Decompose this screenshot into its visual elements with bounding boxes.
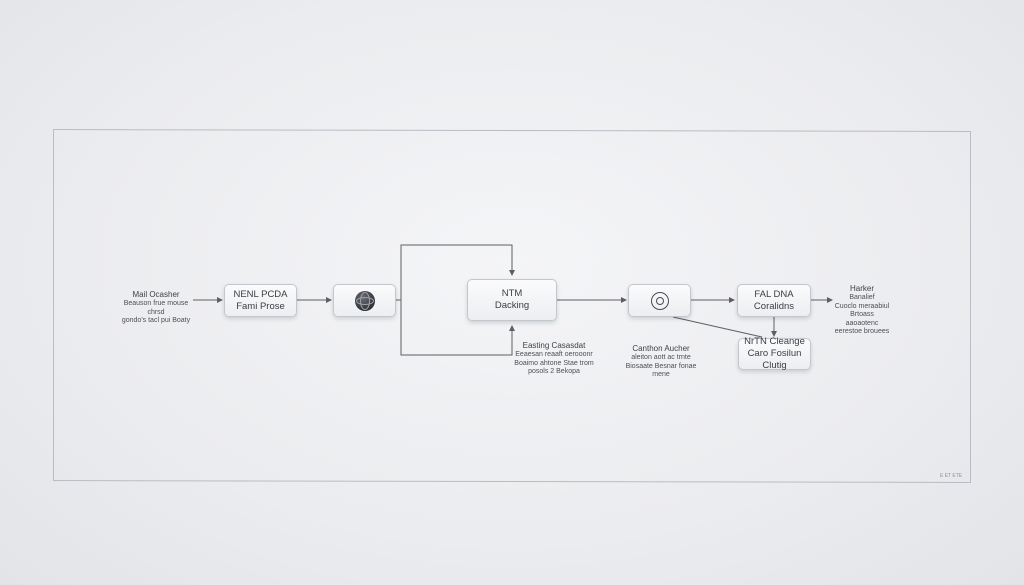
node-box2-caption-3: posols 2 Bekopa [528, 368, 580, 375]
node-box4-title: NrTN Cleange [744, 336, 805, 347]
corner-mark: E ET ETE [940, 473, 963, 479]
output-subtitle: Banalief [849, 294, 875, 301]
node-box2-title: NTM [501, 288, 523, 299]
node-box2-caption: Easting Casasdat Eeaesan reaaft oerooonr… [512, 341, 596, 377]
gear-icon [650, 291, 669, 310]
output-title: Harker [849, 284, 874, 293]
node-box1-title: NENL PCDA [233, 288, 288, 300]
node-gear[interactable] [628, 284, 691, 317]
arrow-gear-to-box4 [672, 316, 763, 338]
node-box4[interactable]: NrTN Cleange Caro Fosilun Clutig [738, 336, 811, 371]
node-box2-caption-2: Boaimo ahtone Stae trom [514, 359, 594, 367]
output-label: Harker Banalief Cuoclo meraabiul Brtoass… [833, 284, 891, 337]
node-gear-caption-1: aleiton aott ac trnte [631, 354, 691, 361]
arrow-loop-bottom [400, 300, 515, 356]
node-globe[interactable] [333, 284, 396, 317]
output-desc-2: Brtoass aaoaotenc [845, 311, 879, 327]
globe-icon [354, 290, 375, 311]
node-box3[interactable]: FAL DNA Coralidns [737, 284, 811, 317]
node-box3-title: FAL DNA [754, 288, 794, 300]
node-box2[interactable]: NTM Dacking [467, 279, 557, 321]
input-label: Mail Ocasher Beauson frue mouse chrsd go… [118, 290, 194, 326]
output-desc-1: Cuoclo meraabiul [834, 302, 890, 310]
input-desc-2: gondo's tacl pui Boaty [121, 317, 191, 324]
node-gear-caption-2: Biosaate Besnar fonae mene [625, 362, 697, 379]
node-box4-subtitle: Caro Fosilun Clutig [747, 348, 802, 371]
node-box1[interactable]: NENL PCDA Fami Prose [224, 284, 297, 317]
node-box1-subtitle: Fami Prose [236, 300, 285, 312]
node-box2-caption-title: Easting Casasdat [522, 341, 586, 350]
node-box2-subtitle: Dacking [494, 300, 530, 311]
node-gear-caption-title: Canthon Aucher [632, 344, 690, 353]
node-box3-subtitle: Coralidns [753, 300, 795, 312]
input-desc-1: Beauson frue mouse chrsd [123, 300, 189, 316]
node-box2-caption-1: Eeaesan reaaft oerooonr [515, 351, 593, 358]
input-title: Mail Ocasher [132, 290, 180, 299]
node-gear-caption: Canthon Aucher aleiton aott ac trnte Bio… [622, 344, 700, 380]
output-desc-3: eerestoe brouees [834, 328, 890, 335]
arrow-globe-loop-top [396, 244, 515, 301]
